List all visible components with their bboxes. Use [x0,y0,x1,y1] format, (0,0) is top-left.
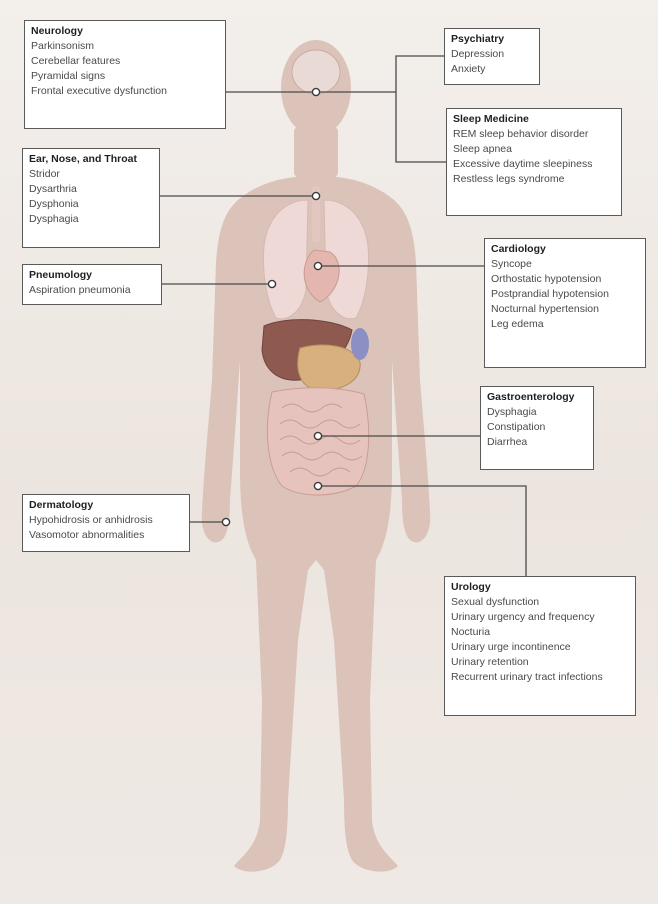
dermatology-item: Vasomotor abnormalities [29,528,184,543]
urology-item: Recurrent urinary tract infections [451,670,630,685]
urology-item: Sexual dysfunction [451,595,630,610]
dot-ent [312,192,319,199]
neurology-item: Parkinsonism [31,39,220,54]
dot-neurology [312,88,319,95]
sleep-medicine-item: REM sleep behavior disorder [453,127,616,142]
neurology-item: Pyramidal signs [31,69,220,84]
connector-psychiatry [396,56,444,92]
gastroenterology-title: Gastroenterology [487,390,588,405]
cardiology-item: Orthostatic hypotension [491,272,640,287]
cardiology-item: Nocturnal hypertension [491,302,640,317]
spleen-shape [351,328,369,360]
brain-shape [292,50,340,94]
cardiology-title: Cardiology [491,242,640,257]
neurology-item: Frontal executive dysfunction [31,84,220,99]
ent-title: Ear, Nose, and Throat [29,152,154,167]
connector-sleep [396,92,446,162]
sleep-medicine-item: Excessive daytime sleepiness [453,157,616,172]
urology-item: Nocturia [451,625,630,640]
ent-item: Dysphagia [29,212,154,227]
dot-dermatology [222,518,229,525]
pneumology-box: Pneumology Aspiration pneumonia [22,264,162,305]
dermatology-box: Dermatology Hypohidrosis or anhidrosis V… [22,494,190,552]
dot-cardiology [314,262,321,269]
cardiology-item: Syncope [491,257,640,272]
urology-title: Urology [451,580,630,595]
cardiology-item: Leg edema [491,317,640,332]
dot-pneumology [268,280,275,287]
urology-item: Urinary urgency and frequency [451,610,630,625]
urology-item: Urinary retention [451,655,630,670]
dot-urology [314,482,321,489]
pneumology-title: Pneumology [29,268,156,283]
ent-item: Dysarthria [29,182,154,197]
dot-gastro [314,432,321,439]
psychiatry-item: Anxiety [451,62,534,77]
ent-item: Dysphonia [29,197,154,212]
sleep-medicine-title: Sleep Medicine [453,112,616,127]
psychiatry-item: Depression [451,47,534,62]
neurology-title: Neurology [31,24,220,39]
dermatology-item: Hypohidrosis or anhidrosis [29,513,184,528]
cardiology-box: Cardiology Syncope Orthostatic hypotensi… [484,238,646,368]
ent-box: Ear, Nose, and Throat Stridor Dysarthria… [22,148,160,248]
dermatology-title: Dermatology [29,498,184,513]
gastroenterology-item: Diarrhea [487,435,588,450]
gastroenterology-item: Dysphagia [487,405,588,420]
neurology-box: Neurology Parkinsonism Cerebellar featur… [24,20,226,129]
sleep-medicine-item: Restless legs syndrome [453,172,616,187]
gastroenterology-item: Constipation [487,420,588,435]
pneumology-item: Aspiration pneumonia [29,283,156,298]
sleep-medicine-item: Sleep apnea [453,142,616,157]
cardiology-item: Postprandial hypotension [491,287,640,302]
neurology-item: Cerebellar features [31,54,220,69]
urology-item: Urinary urge incontinence [451,640,630,655]
urology-box: Urology Sexual dysfunction Urinary urgen… [444,576,636,716]
psychiatry-box: Psychiatry Depression Anxiety [444,28,540,85]
psychiatry-title: Psychiatry [451,32,534,47]
sleep-medicine-box: Sleep Medicine REM sleep behavior disord… [446,108,622,216]
ent-item: Stridor [29,167,154,182]
gastroenterology-box: Gastroenterology Dysphagia Constipation … [480,386,594,470]
